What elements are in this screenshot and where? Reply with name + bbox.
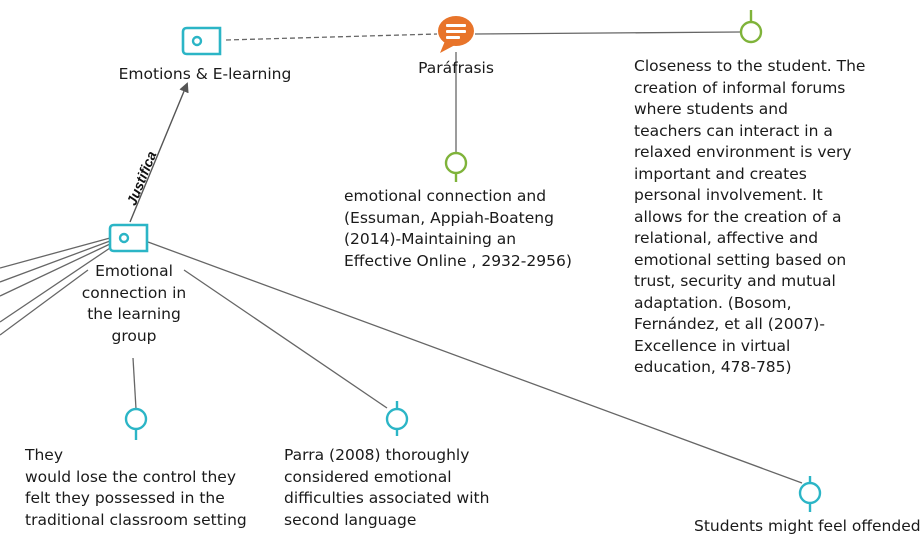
link-emotional-to-lose-control[interactable] <box>132 357 137 410</box>
node-label-lose-control: They would lose the control they felt th… <box>25 446 247 529</box>
node-label-emotional-connection: Emotional connection in the learning gro… <box>81 262 187 345</box>
quote-pin-icon[interactable] <box>444 151 468 182</box>
link-offscreen-4[interactable] <box>0 247 111 323</box>
link-offscreen-2[interactable] <box>0 240 111 283</box>
speech-bubble-icon[interactable] <box>438 16 474 53</box>
link-emotions-to-parafrasis[interactable] <box>225 33 438 41</box>
concept-tag-icon[interactable] <box>181 26 222 56</box>
node-label-parafrasis: Paráfrasis <box>418 59 494 77</box>
node-label-essuman: emotional connection and (Essuman, Appia… <box>344 187 572 270</box>
quote-pin-icon[interactable] <box>739 10 763 44</box>
node-label-closeness: Closeness to the student. The creation o… <box>634 57 866 376</box>
quote-pin-icon[interactable] <box>124 407 148 440</box>
quote-pin-icon[interactable] <box>798 476 822 512</box>
link-justifica-arrow[interactable] <box>129 82 189 223</box>
link-emotional-to-offended[interactable] <box>147 241 803 484</box>
link-emotional-to-parra[interactable] <box>183 269 388 409</box>
link-offscreen-1[interactable] <box>0 237 111 269</box>
node-label-parra: Parra (2008) thoroughly considered emoti… <box>284 446 490 529</box>
node-label-emotions-elearning: Emotions & E-learning <box>118 65 292 83</box>
link-offscreen-3[interactable] <box>0 243 111 297</box>
link-parafrasis-to-closeness[interactable] <box>474 31 741 35</box>
link-label-justifica: Justifica <box>123 149 159 208</box>
concept-tag-icon[interactable] <box>108 223 149 253</box>
link-offscreen-5[interactable] <box>0 269 89 336</box>
node-label-offended: Students might feel offended <box>694 517 921 535</box>
quote-pin-icon[interactable] <box>385 401 409 436</box>
